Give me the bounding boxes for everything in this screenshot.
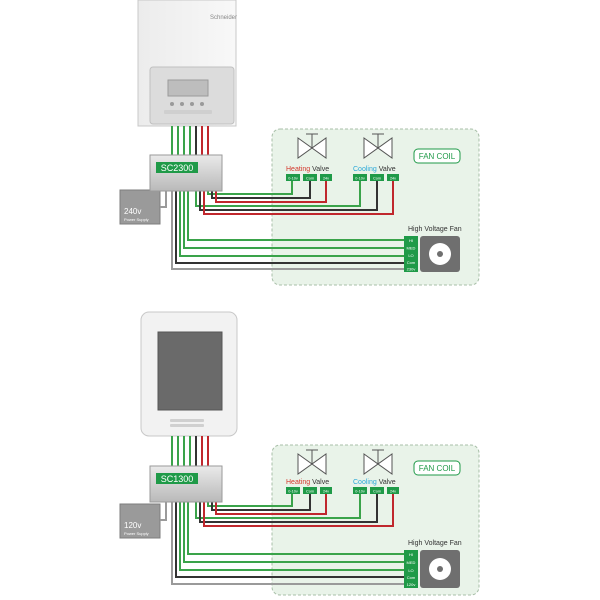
cooling-valve-top: Cooling Valve 0-10v Com 24v [353, 133, 399, 181]
fan-terminal: MED [407, 560, 416, 565]
power-supply-label: Power Supply [124, 217, 149, 222]
power-supply-label: Power Supply [124, 531, 149, 536]
wires-horizontal-top [171, 180, 404, 270]
controller-module-bottom: SC1300 [149, 465, 223, 503]
fan-terminal: LO [408, 253, 413, 258]
valve-word: Valve [312, 166, 329, 173]
terminal-label: 0-10v [355, 490, 365, 494]
heating-word: Heating [286, 479, 310, 486]
wires-horizontal-bottom [171, 494, 404, 585]
fan-terminal: Com [407, 260, 416, 265]
fan-terminal: HI [409, 238, 413, 243]
diagram-top: FAN COIL Schneider 240v Pow [119, 0, 480, 286]
fan-terminal: Com [407, 575, 416, 580]
valve-word: Valve [312, 479, 329, 486]
fan-terminal: HI [409, 552, 413, 557]
power-supply-bottom: 120v Power Supply [119, 502, 167, 539]
power-supply-top: 240v Power Supply [119, 189, 167, 225]
thermostat-button [170, 102, 174, 106]
cooling-word: Cooling [353, 166, 377, 173]
cooling-word: Cooling [353, 479, 377, 486]
svg-text:Cooling Valve: Cooling Valve [353, 166, 396, 173]
thermostat-button [200, 102, 204, 106]
fan-terminal: 230v [407, 267, 416, 272]
terminal-label: Com [373, 177, 381, 181]
svg-text:Heating Valve: Heating Valve [286, 166, 329, 173]
fan-coil-title: FAN COIL [419, 464, 456, 473]
terminal-label: Com [306, 490, 314, 494]
fan-label: High Voltage Fan [408, 540, 462, 547]
touchscreen-display [157, 331, 223, 411]
controller-model: SC2300 [161, 163, 194, 173]
fan-coil-title-box [413, 148, 461, 164]
brand-logo: Schneider [210, 15, 237, 21]
wires-vertical-top [171, 126, 209, 155]
thermostat-bottom [140, 311, 238, 437]
thermostat-button [180, 102, 184, 106]
valve-word: Valve [379, 166, 396, 173]
cooling-valve-bottom: Cooling Valve 0-10v Com 24v [353, 449, 399, 494]
high-voltage-fan-bottom: High Voltage Fan HI MED LO Com 120v [404, 540, 462, 588]
terminal-label: 0-10v [288, 177, 298, 181]
fan-terminal: MED [407, 246, 416, 251]
heating-word: Heating [286, 166, 310, 173]
terminal-label: 0-10v [288, 490, 298, 494]
fan-coil-title: FAN COIL [419, 152, 456, 161]
controller-model: SC1300 [161, 474, 194, 484]
fan-terminal: 120v [407, 582, 416, 587]
wires-vertical-bottom [171, 436, 209, 466]
diagram-bottom: FAN COIL 120v Power Supply [119, 311, 480, 596]
terminal-label: 0-10v [355, 177, 365, 181]
terminal-label: 24v [390, 490, 396, 494]
high-voltage-fan-top: High Voltage Fan HI MED LO Com 230v [404, 226, 462, 272]
lcd-display [167, 79, 209, 97]
terminal-label: Com [306, 177, 314, 181]
fan-label: High Voltage Fan [408, 226, 462, 233]
terminal-label: 24v [390, 177, 396, 181]
controller-model-badge [156, 162, 198, 173]
thermostat-top: Schneider [137, 0, 237, 127]
controller-model-badge [156, 473, 198, 484]
terminal-label: Com [373, 490, 381, 494]
fan-coil-title-box [413, 460, 461, 476]
svg-text:Heating Valve: Heating Valve [286, 479, 329, 486]
terminal-label: 24v [323, 490, 329, 494]
power-supply-voltage: 120v [124, 521, 141, 530]
valve-word: Valve [379, 479, 396, 486]
power-supply-voltage: 240v [124, 207, 141, 216]
terminal-label: 24v [323, 177, 329, 181]
controller-module-top: SC2300 [149, 154, 223, 192]
heating-valve-bottom: Heating Valve 0-10v Com 24v [286, 449, 332, 494]
svg-text:Cooling Valve: Cooling Valve [353, 479, 396, 486]
fan-terminal: LO [408, 568, 413, 573]
heating-valve-top: Heating Valve 0-10v Com 24v [286, 133, 332, 181]
thermostat-button [190, 102, 194, 106]
